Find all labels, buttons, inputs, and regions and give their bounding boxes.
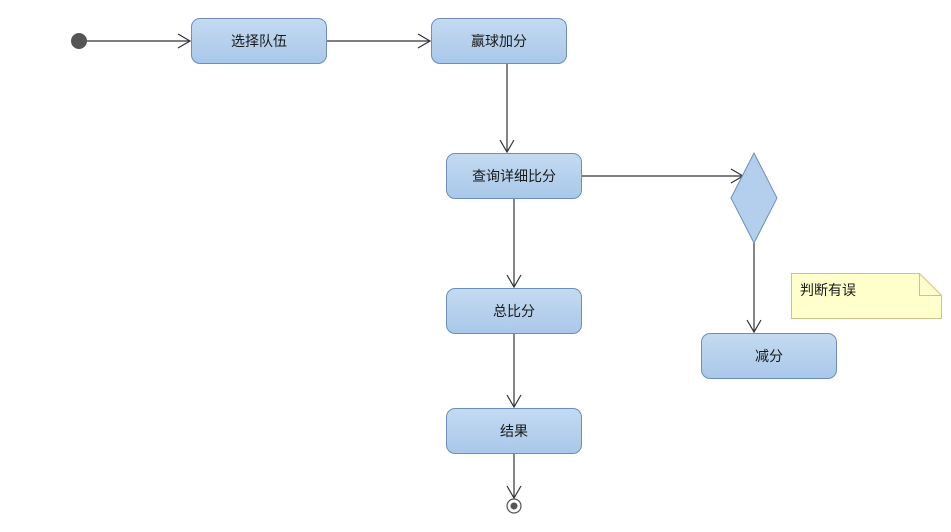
edge-select-team-to-win-add-points <box>327 33 432 49</box>
action-label: 查询详细比分 <box>472 169 556 185</box>
action-node-query-detail-score[interactable]: 查询详细比分 <box>446 153 582 199</box>
edge-total-score-to-result <box>506 334 522 409</box>
note-text: 判断有误 <box>800 283 856 299</box>
action-node-result[interactable]: 结果 <box>446 408 582 454</box>
action-label: 选择队伍 <box>231 34 287 50</box>
final-node <box>506 498 522 514</box>
action-label: 结果 <box>500 424 528 440</box>
edge-query-detail-score-to-total-score <box>506 199 522 289</box>
edge-win-add-points-to-query-detail-score <box>499 64 515 154</box>
action-label: 总比分 <box>493 304 535 320</box>
action-node-deduct-points[interactable]: 减分 <box>701 333 837 379</box>
action-node-total-score[interactable]: 总比分 <box>446 288 582 334</box>
action-node-win-add-points[interactable]: 赢球加分 <box>431 18 567 64</box>
action-label: 赢球加分 <box>471 34 527 50</box>
action-node-select-team[interactable]: 选择队伍 <box>191 18 327 64</box>
initial-node <box>71 33 87 49</box>
note-shape <box>791 273 942 319</box>
edge-result-to-final <box>506 454 522 500</box>
decision-node <box>730 151 778 245</box>
action-label: 减分 <box>755 349 783 365</box>
edge-start-to-select-team <box>87 33 192 49</box>
edge-decision-to-deduct-points <box>746 243 762 334</box>
edge-query-detail-score-to-decision <box>582 168 745 184</box>
note-wrong-judgment[interactable]: 判断有误 <box>791 273 942 319</box>
